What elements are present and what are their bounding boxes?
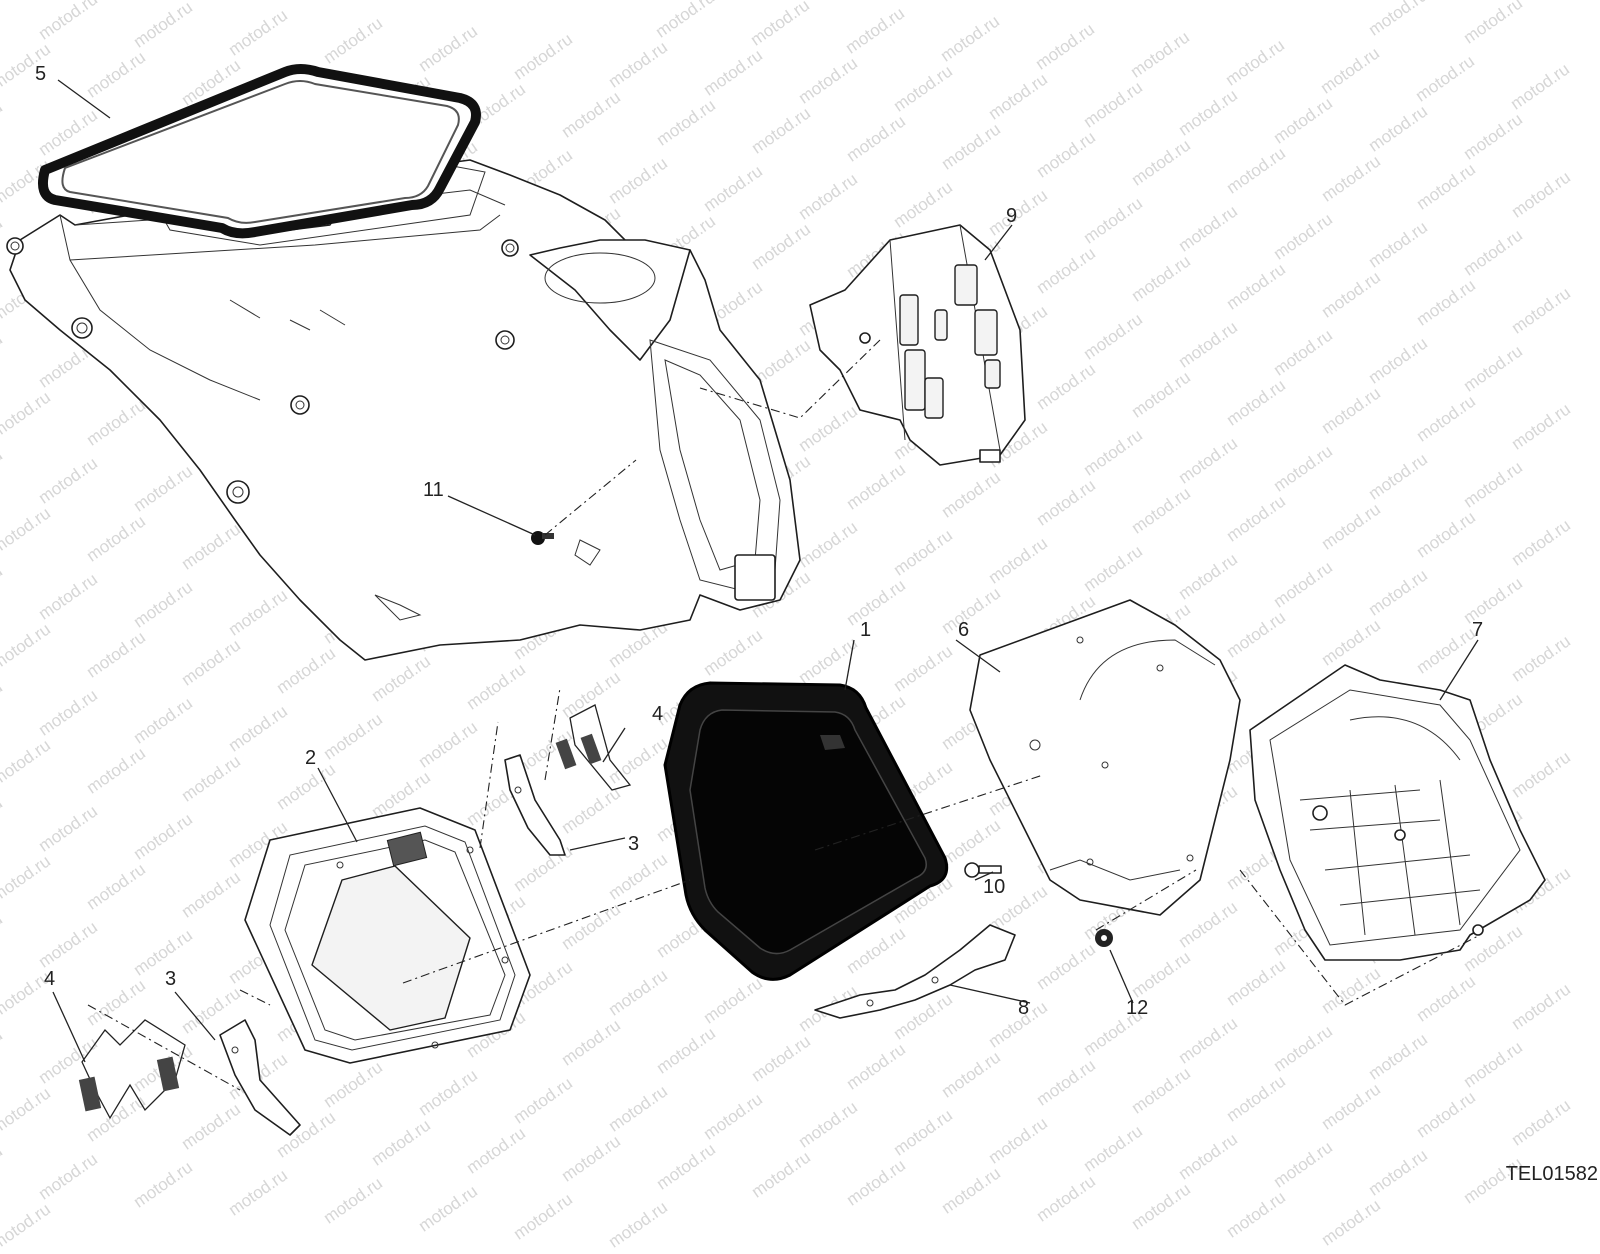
intake-duct-part-9 xyxy=(809,224,1026,466)
airbox-housing xyxy=(6,159,801,661)
bolt-part-10 xyxy=(964,862,1002,878)
nut-part-12 xyxy=(1095,929,1113,947)
callout-1: 1 xyxy=(860,619,871,641)
filter-frame-part-2 xyxy=(244,807,531,1064)
callout-4-upper: 4 xyxy=(652,703,663,725)
spring-clip-4-upper xyxy=(555,704,632,791)
parts-drawing: 5 9 11 1 6 7 4 2 3 10 4 3 8 12 xyxy=(6,63,1546,1136)
watermark-text: motod.ru xyxy=(605,1197,671,1252)
spring-clip-4-lower xyxy=(78,1019,186,1120)
clamp-strip-part-8 xyxy=(814,924,1016,1019)
callout-3-upper: 3 xyxy=(628,833,639,855)
callout-11: 11 xyxy=(423,479,444,501)
callout-2: 2 xyxy=(305,747,316,769)
callout-7: 7 xyxy=(1472,619,1483,641)
callout-3-lower: 3 xyxy=(165,968,176,990)
drawing-code: TEL01582 xyxy=(1505,1163,1598,1185)
centre-lines xyxy=(87,339,1481,1091)
watermark-text: motod.ru xyxy=(0,1199,54,1254)
callout-12: 12 xyxy=(1126,997,1148,1019)
leader-lines xyxy=(52,79,1479,1063)
grid-support-part-7 xyxy=(1249,664,1546,961)
watermark-text: motod.ru xyxy=(1318,1195,1384,1250)
seal-ring-part-5 xyxy=(38,64,481,239)
air-filter-part-1 xyxy=(663,681,949,981)
callout-6: 6 xyxy=(958,619,969,641)
callout-8: 8 xyxy=(1018,997,1029,1019)
latch-3-lower xyxy=(219,1019,301,1136)
callout-10: 10 xyxy=(983,876,1005,898)
callout-4-lower: 4 xyxy=(44,968,55,990)
callout-5: 5 xyxy=(35,63,46,85)
callout-9: 9 xyxy=(1006,205,1017,227)
latch-3-upper xyxy=(504,754,566,856)
callout-labels: 5 9 11 1 6 7 4 2 3 10 4 3 8 12 xyxy=(35,63,1483,1019)
cover-plate-part-6 xyxy=(969,599,1241,916)
